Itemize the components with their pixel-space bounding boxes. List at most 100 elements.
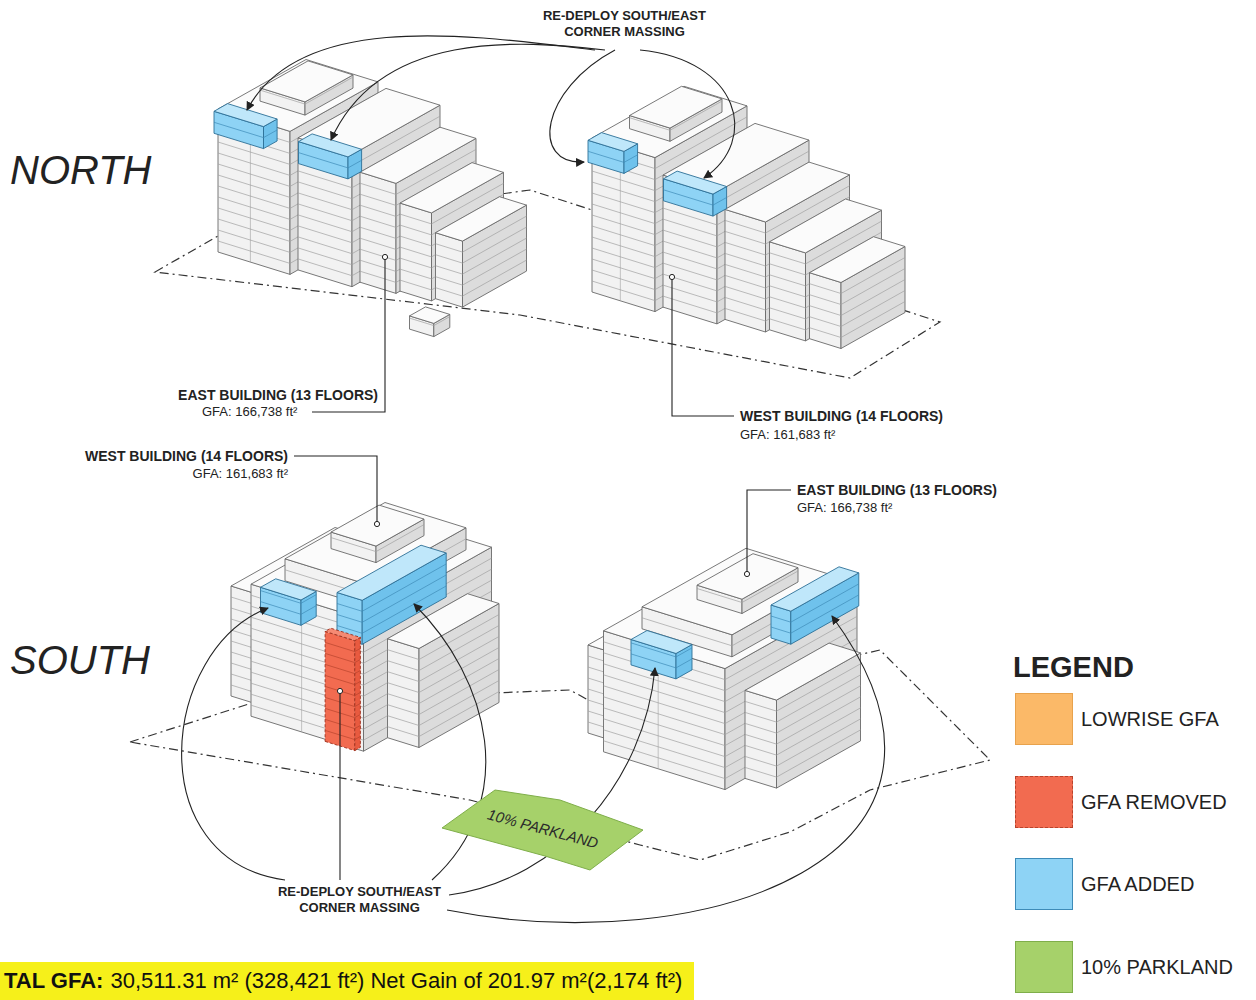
floor-line [810, 258, 906, 294]
floor-line [388, 692, 500, 737]
legend-swatch [1015, 693, 1073, 745]
gfa-value: GFA: 166,738 ft² [202, 404, 297, 420]
gfa-added-block [261, 579, 317, 626]
floor-line [745, 730, 861, 777]
gfa-value: GFA: 161,683 ft² [193, 466, 288, 482]
gfa-added-block [631, 631, 692, 679]
gfa-added-block-face [337, 545, 446, 600]
floor-line [325, 664, 360, 673]
leader-dot [374, 521, 379, 526]
massing-block [810, 237, 906, 349]
legend-swatch [1015, 858, 1073, 910]
floor-line [771, 584, 859, 622]
floor-line [631, 643, 692, 657]
leader-dot [744, 571, 749, 576]
floor-line [388, 637, 500, 682]
redeploy-arrow [414, 604, 486, 880]
redeploy-arrow [331, 44, 605, 140]
massing-block-face [388, 639, 420, 748]
gfa-added-block-face [588, 133, 638, 152]
gfa-added-block-face [664, 171, 727, 194]
floor-line [331, 525, 424, 552]
floor-line [388, 626, 500, 671]
floor-line [436, 216, 527, 252]
total-gfa-value: 30,511.31 m² (328,421 ft²) Net Gain of 2… [110, 968, 682, 994]
gfa-added-block [771, 567, 859, 644]
floor-line [214, 122, 277, 137]
floor-line [810, 291, 906, 327]
floor-line [325, 730, 360, 739]
leader-dots [337, 254, 749, 693]
building-massing [214, 60, 905, 790]
redeploy-arrows [182, 36, 885, 923]
floor-line [588, 151, 638, 162]
gfa-added-block-face [771, 605, 791, 644]
floor-line [436, 238, 527, 274]
redeploy-arrow [449, 668, 655, 895]
floor-line [299, 153, 362, 168]
massing-block-face [810, 237, 906, 283]
legend-label: 10% PARKLAND [1081, 955, 1233, 979]
gfa-added-block [664, 171, 727, 216]
floor-line [325, 642, 360, 651]
floor-line [745, 719, 861, 766]
massing-block [745, 643, 861, 788]
floor-line [436, 227, 527, 263]
floor-line [388, 681, 500, 726]
massing-block [260, 61, 353, 115]
floor-line [631, 654, 692, 668]
gfa-added-block [214, 104, 277, 149]
redeploy-arrow [447, 616, 885, 923]
floor-line [410, 317, 450, 326]
floor-line [388, 659, 500, 704]
floor-line [810, 280, 906, 316]
floor-line [436, 249, 527, 285]
floor-line [325, 697, 360, 706]
floor-line [388, 670, 500, 715]
gfa-added-block [299, 134, 362, 179]
floor-line [630, 101, 723, 130]
gfa-value: GFA: 161,683 ft² [740, 427, 835, 443]
redeploy-arrow [550, 50, 615, 162]
floor-line [697, 571, 798, 603]
total-gfa-heading: TAL GFA: [4, 968, 103, 994]
leader-dot [382, 254, 387, 259]
legend-label: GFA REMOVED [1081, 790, 1227, 814]
floor-line [388, 648, 500, 693]
leader-line [339, 691, 340, 880]
callout-heading: RE-DEPLOY SOUTH/EAST CORNER MASSING [272, 884, 447, 915]
floor-line [325, 719, 360, 728]
floor-line [771, 595, 859, 633]
legend-swatch [1015, 776, 1073, 828]
floor-line [325, 686, 360, 695]
building-name: WEST BUILDING (14 FLOORS) [740, 408, 943, 425]
floor-line [810, 269, 906, 305]
leader-line [747, 490, 791, 572]
massing-block-face [745, 643, 861, 700]
massing-block [630, 86, 723, 141]
gfa-added-block-face [261, 579, 317, 600]
view-title: SOUTH [10, 636, 150, 684]
gfa-value: GFA: 166,738 ft² [797, 500, 892, 516]
leader-dot [337, 688, 342, 693]
view-title: NORTH [10, 146, 151, 194]
leader-line [672, 277, 734, 416]
floor-line [260, 77, 353, 104]
floor-line [745, 664, 861, 711]
redeploy-arrow [182, 608, 285, 880]
redeploy-arrow [640, 50, 735, 178]
building-name: EAST BUILDING (13 FLOORS) [797, 482, 997, 499]
building-name: EAST BUILDING (13 FLOORS) [178, 387, 378, 404]
parkland-label: 10% PARKLAND [485, 805, 599, 851]
floor-line [325, 708, 360, 717]
gfa-added-block-face [771, 567, 859, 611]
floor-line [337, 564, 446, 611]
massing-block [410, 307, 450, 337]
floor-line [325, 653, 360, 662]
legend-label: GFA ADDED [1081, 872, 1194, 896]
floor-line [745, 708, 861, 755]
floor-line [745, 686, 861, 733]
floor-line [325, 675, 360, 684]
floor-line [745, 697, 861, 744]
